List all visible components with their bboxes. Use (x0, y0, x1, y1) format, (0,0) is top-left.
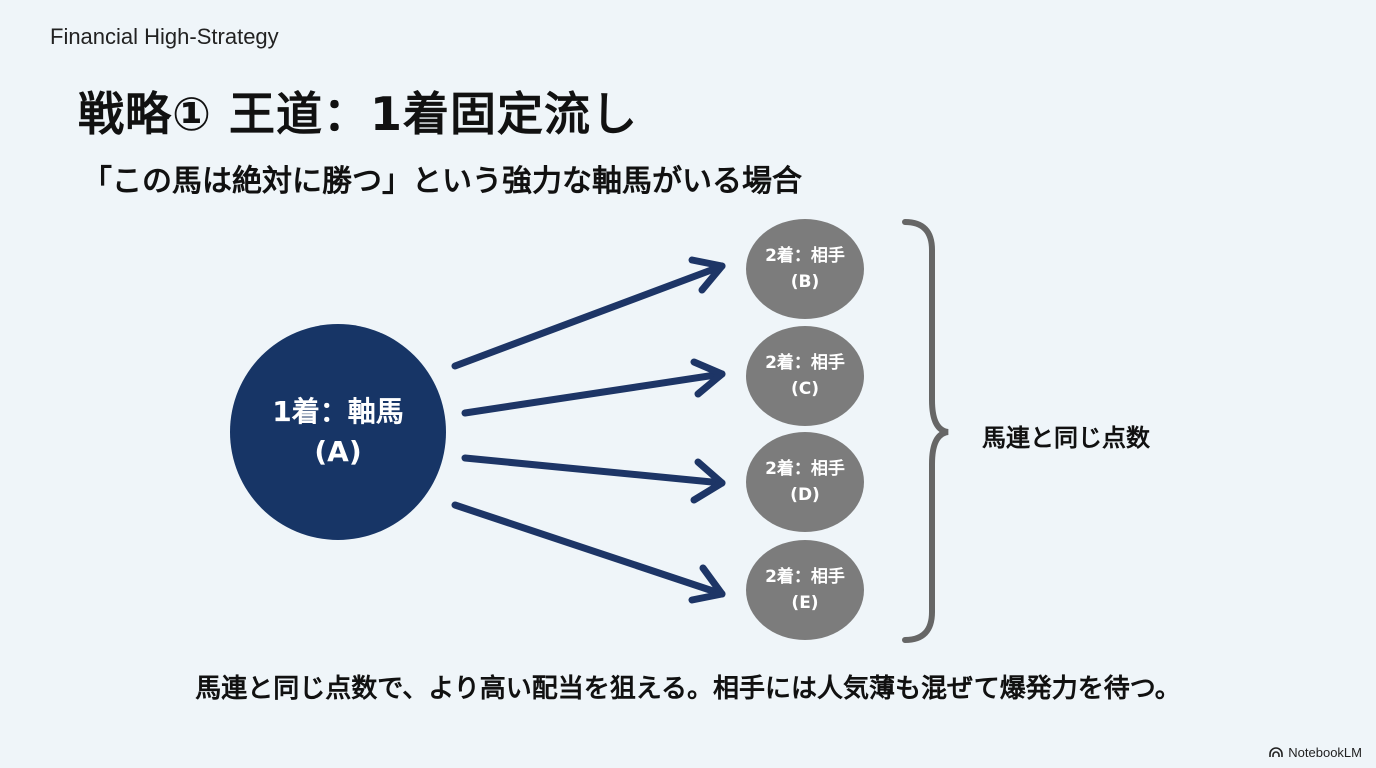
sub-node-id: (D) (790, 485, 820, 505)
slide-footer-note: 馬連と同じ点数で、より高い配当を狙える。相手には人気薄も混ぜて爆発力を待つ。 (195, 674, 1181, 704)
brand-label: NotebookLM (1288, 745, 1362, 760)
sub-node-d: 2着：相手 (D) (746, 432, 864, 532)
sub-node-b: 2着：相手 (B) (746, 219, 864, 319)
notebooklm-logo-icon (1269, 747, 1284, 757)
sub-node-label: 2着：相手 (765, 353, 845, 373)
arrow-to-e (451, 501, 726, 604)
main-node-axis-horse: 1着：軸馬 (A) (230, 324, 446, 540)
sub-node-e: 2着：相手 (E) (746, 540, 864, 640)
main-node-label: 1着：軸馬 (272, 395, 404, 428)
brace-label: 馬連と同じ点数 (982, 424, 1150, 452)
sub-node-id: (B) (790, 272, 820, 292)
slide-kicker: Financial High-Strategy (50, 24, 279, 49)
main-node-id: (A) (314, 435, 362, 468)
curly-brace (902, 219, 949, 643)
arrow-to-c (461, 358, 726, 417)
sub-node-label: 2着：相手 (765, 567, 845, 587)
slide-subtitle: 「この馬は絶対に勝つ」という強力な軸馬がいる場合 (82, 164, 802, 199)
sub-node-id: (C) (790, 379, 819, 399)
sub-node-label: 2着：相手 (765, 459, 845, 479)
sub-node-c: 2着：相手 (C) (746, 326, 864, 426)
sub-node-label: 2着：相手 (765, 246, 845, 266)
brand-watermark: NotebookLM (1269, 745, 1362, 760)
arrow-to-b (451, 256, 726, 370)
arrow-to-d (461, 454, 726, 504)
sub-node-id: (E) (791, 593, 819, 613)
slide-title: 戦略① 王道：1着固定流し (78, 87, 638, 141)
